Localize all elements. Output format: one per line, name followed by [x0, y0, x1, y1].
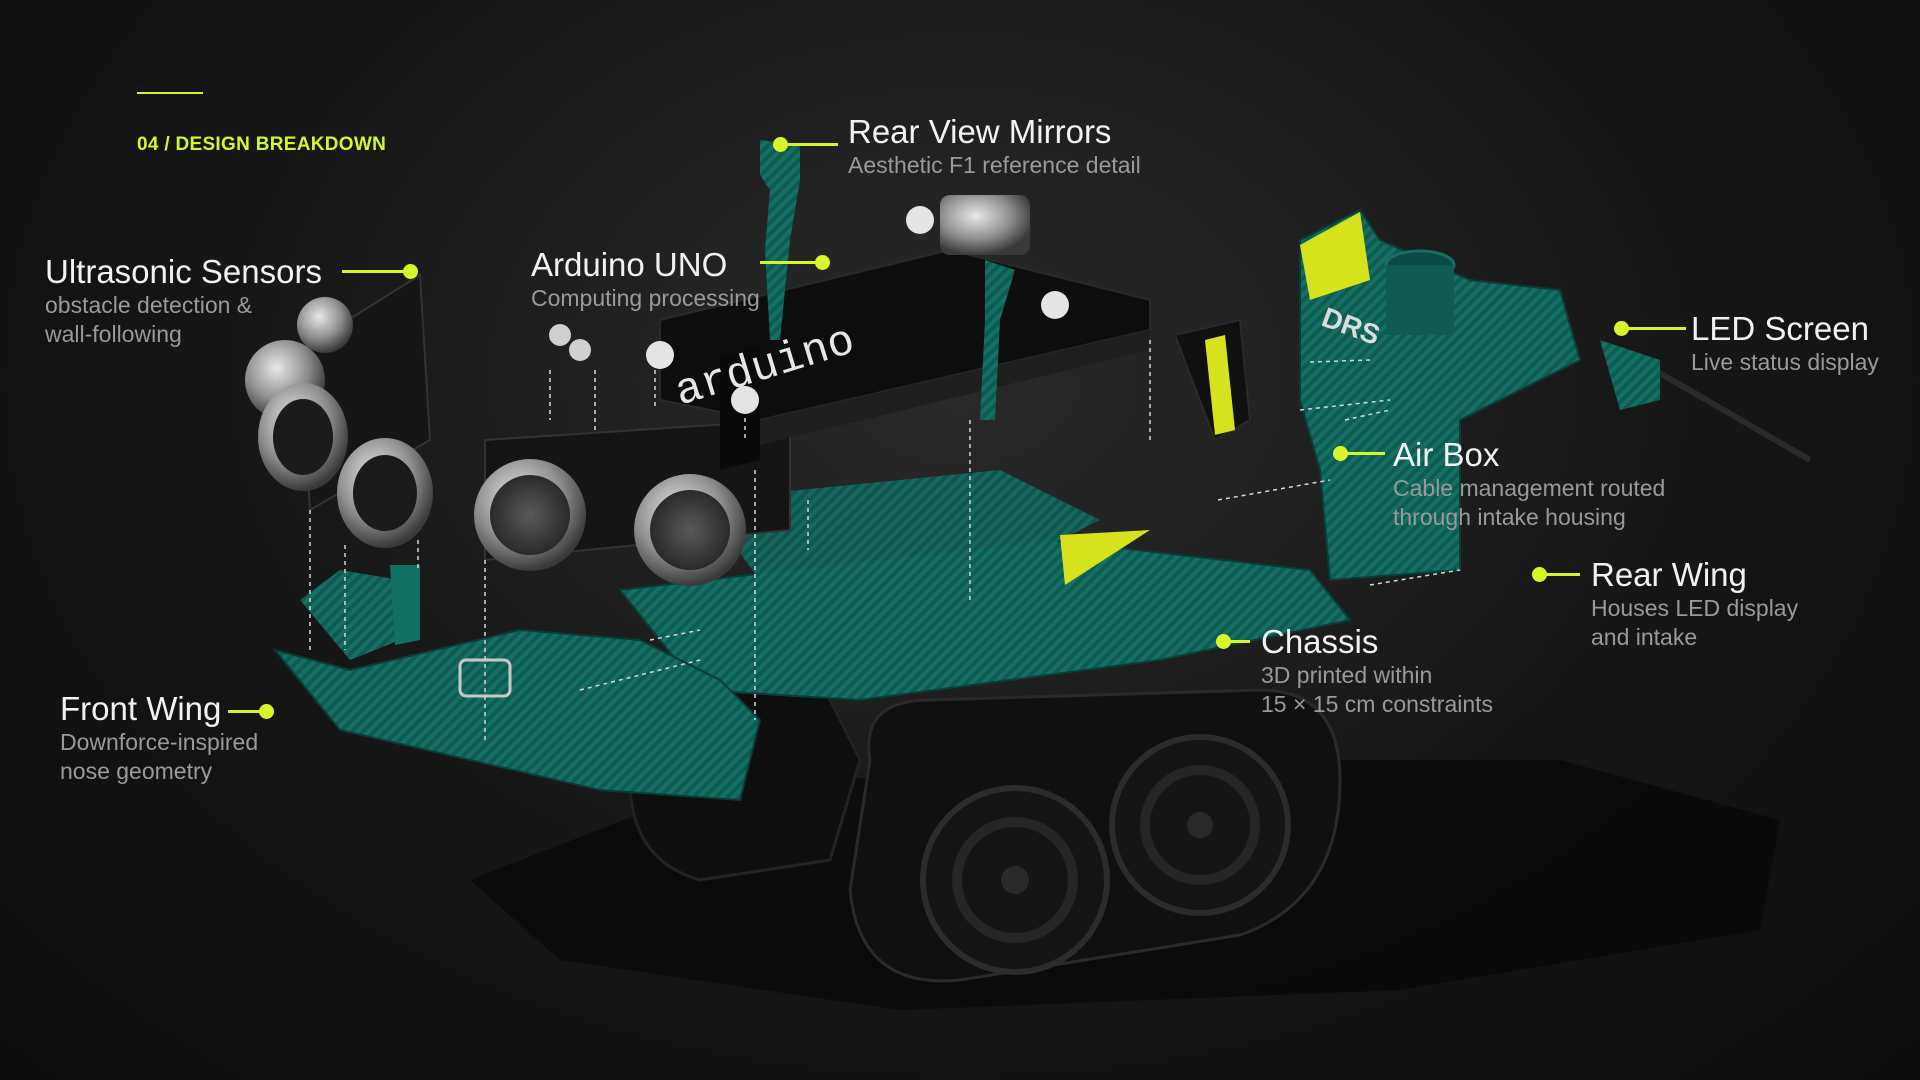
front-wing-desc-line-1: Downforce-inspired [60, 729, 259, 755]
ultrasonic-sensors-title: Ultrasonic Sensors [45, 253, 322, 290]
air-box-connector [1345, 452, 1385, 455]
rear-view-mirrors-connector [785, 143, 838, 146]
section-label: 04 / DESIGN BREAKDOWN [137, 134, 387, 155]
chassis-callout: Chassis 3D printed within 15 × 15 cm con… [1261, 623, 1493, 719]
rear-view-mirrors-callout: Rear View Mirrors Aesthetic F1 reference… [848, 113, 1141, 180]
rear-wing-desc-line-2: and intake [1591, 624, 1698, 650]
rear-view-mirror-part [760, 140, 1015, 420]
air-box-desc-line-2: through intake housing [1393, 504, 1626, 530]
chassis-desc-line-1: 3D printed within [1261, 662, 1433, 688]
ultrasonic-sensors-connector [342, 270, 408, 273]
front-wing-desc-line-2: nose geometry [60, 758, 213, 784]
chassis-dot [1216, 634, 1231, 649]
rear-wing-desc-line-1: Houses LED display [1591, 595, 1799, 621]
ultrasonic-sensors-desc-line-1: obstacle detection & [45, 292, 253, 318]
air-box-callout: Air Box Cable management routed through … [1393, 436, 1665, 532]
rear-view-mirrors-desc: Aesthetic F1 reference detail [848, 152, 1141, 178]
front-wing-part [272, 565, 762, 802]
ultrasonic-sensors-callout: Ultrasonic Sensors obstacle detection & … [45, 253, 322, 349]
arduino-uno-connector [760, 261, 822, 264]
yellow-fin [1060, 530, 1150, 585]
rear-wing-callout: Rear Wing Houses LED display and intake [1591, 556, 1798, 652]
arduino-uno-dot [815, 255, 830, 270]
ultrasonic-sensors-dot [403, 264, 418, 279]
rear-wing-dot [1532, 567, 1547, 582]
ultrasonic-sensor-module [245, 273, 791, 586]
rear-wing-title: Rear Wing [1591, 556, 1747, 593]
arduino-uno-desc: Computing processing [531, 285, 760, 311]
led-screen-title: LED Screen [1691, 310, 1869, 347]
chassis-desc-line-2: 15 × 15 cm constraints [1261, 691, 1494, 717]
front-wing-connector [228, 710, 264, 713]
section-accent-line [137, 92, 203, 94]
air-box-desc-line-1: Cable management routed [1393, 475, 1666, 501]
front-wing-title: Front Wing [60, 690, 222, 727]
rear-wing-connector [1544, 573, 1580, 576]
rear-view-mirrors-title: Rear View Mirrors [848, 113, 1112, 150]
chassis-title: Chassis [1261, 623, 1379, 660]
arduino-top-plate: arduino [549, 195, 1151, 470]
air-box-title: Air Box [1393, 436, 1500, 473]
arduino-uno-title: Arduino UNO [531, 246, 728, 283]
rear-view-mirrors-dot [773, 137, 788, 152]
led-screen-desc: Live status display [1691, 349, 1879, 375]
front-wing-dot [259, 704, 274, 719]
led-screen-callout: LED Screen Live status display [1691, 310, 1879, 377]
assembly-guide-lines [309, 340, 1461, 740]
battery-pack [1173, 318, 1252, 442]
front-wing-callout: Front Wing Downforce-inspired nose geome… [60, 690, 258, 786]
arduino-uno-callout: Arduino UNO Computing processing [531, 246, 760, 313]
led-screen-dot [1614, 321, 1629, 336]
chassis-connector [1228, 640, 1250, 643]
air-box-dot [1333, 446, 1348, 461]
rear-wing-part: DRS [1299, 208, 1812, 582]
ultrasonic-sensors-desc-line-2: wall-following [45, 321, 182, 347]
led-screen-connector [1626, 327, 1686, 330]
